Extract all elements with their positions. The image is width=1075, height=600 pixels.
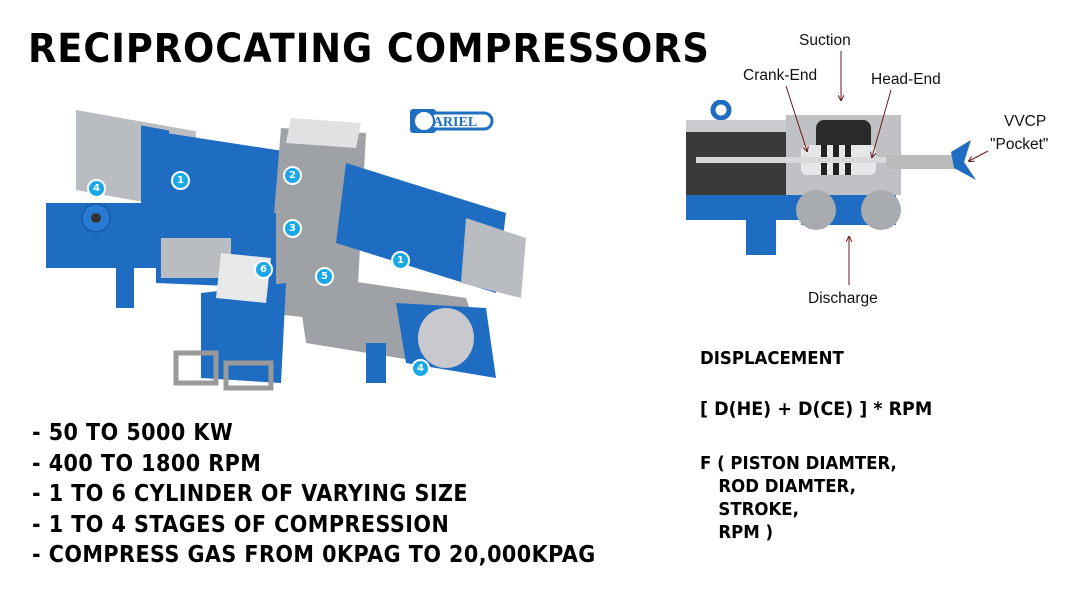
spec-item: - 1 TO 6 CYLINDER OF VARYING SIZE bbox=[32, 481, 469, 507]
part-marker-1b: 1 bbox=[391, 251, 410, 270]
label-discharge: Discharge bbox=[808, 290, 878, 307]
label-suction: Suction bbox=[799, 32, 851, 49]
function-line: RPM ) bbox=[718, 522, 774, 543]
part-marker-6: 6 bbox=[254, 260, 273, 279]
logo-text: ARIEL bbox=[433, 115, 477, 130]
function-line: ROD DIAMTER, bbox=[718, 476, 856, 497]
spec-item: - 400 TO 1800 RPM bbox=[32, 450, 262, 477]
label-crank-end: Crank-End bbox=[743, 67, 818, 84]
part-marker-2: 2 bbox=[283, 166, 302, 185]
displacement-heading: DISPLACEMENT bbox=[700, 348, 844, 369]
spec-item: - 50 TO 5000 KW bbox=[32, 420, 234, 446]
compressor-illustration bbox=[36, 93, 546, 393]
function-line: STROKE, bbox=[718, 499, 799, 520]
part-marker-4: 4 bbox=[87, 179, 106, 198]
part-marker-1: 1 bbox=[171, 171, 190, 190]
function-line: F ( PISTON DIAMTER, bbox=[700, 453, 897, 474]
label-vvcp: VVCP bbox=[1004, 113, 1047, 130]
part-marker-5: 5 bbox=[315, 267, 334, 286]
spec-list: - 50 TO 5000 KW - 400 TO 1800 RPM - 1 TO… bbox=[32, 418, 596, 571]
part-marker-4b: 4 bbox=[411, 359, 430, 378]
displacement-function: F ( PISTON DIAMTER, ROD DIAMTER, STROKE,… bbox=[700, 452, 897, 544]
part-marker-3: 3 bbox=[283, 219, 302, 238]
label-pocket: "Pocket" bbox=[990, 136, 1049, 153]
ariel-logo: ARIEL bbox=[408, 107, 498, 135]
slide-title: RECIPROCATING COMPRESSORS bbox=[28, 26, 710, 72]
spec-item: - 1 TO 4 STAGES OF COMPRESSION bbox=[32, 511, 450, 538]
label-head-end: Head-End bbox=[871, 71, 941, 88]
spec-item: - COMPRESS GAS FROM 0KPAG TO 20,000KPAG bbox=[32, 542, 596, 568]
displacement-formula: [ D(HE) + D(CE) ] * RPM bbox=[700, 398, 933, 420]
cylinder-cutaway-illustration bbox=[686, 99, 986, 260]
